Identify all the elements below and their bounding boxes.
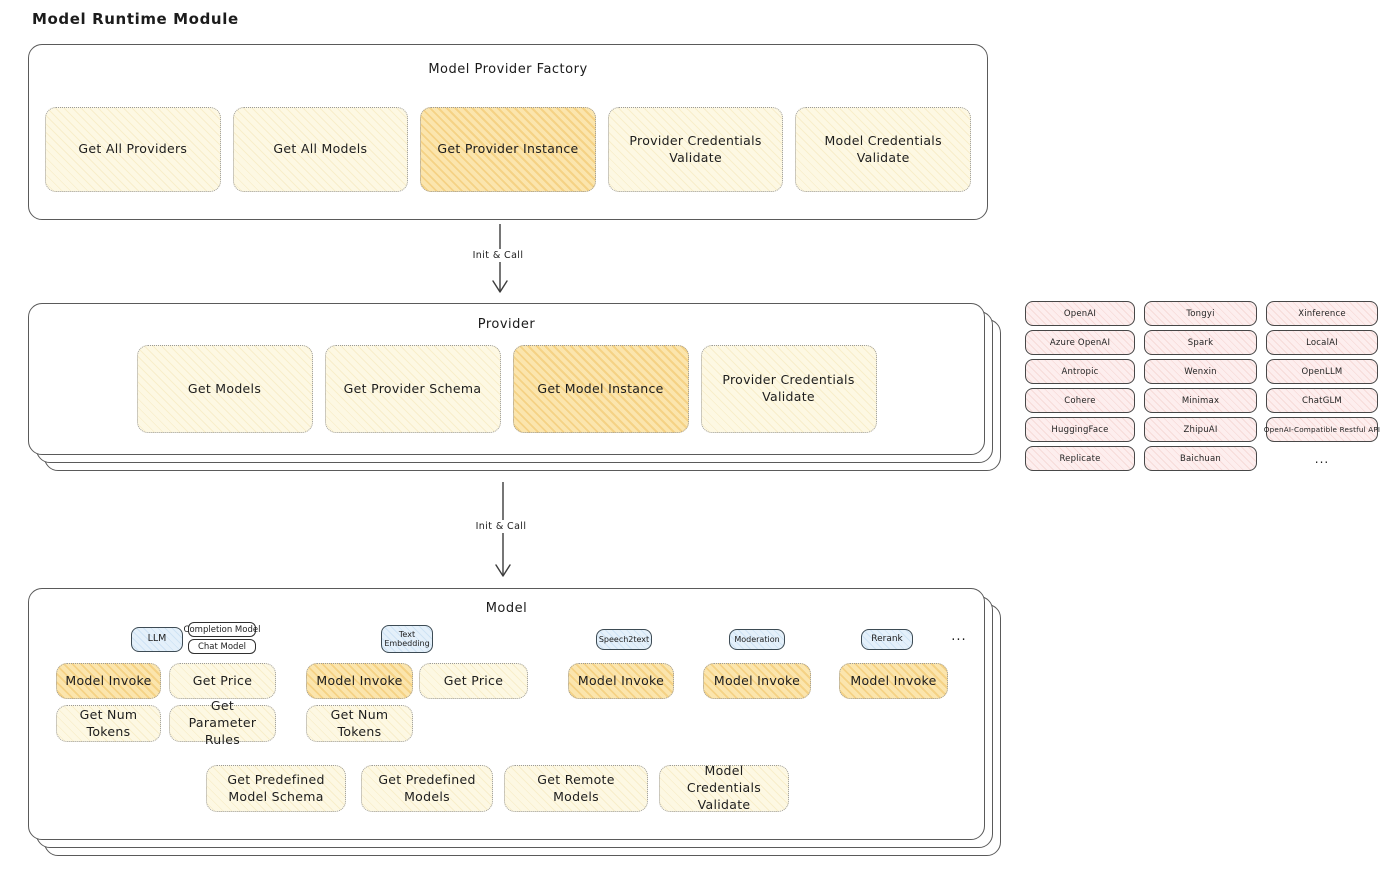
tab-moderation: Moderation [729,629,785,650]
provider-chip-openai-compatible-restful-api: OpenAI-Compatible Restful API [1264,417,1380,442]
init-call-label-1: Init & Call [448,249,548,262]
llm-model-invoke-button: Model Invoke [56,663,161,699]
provider-chip-openllm: OpenLLM [1266,359,1378,384]
model-title: Model [485,601,528,616]
factory-button-model-credentials-validate: Model Credentials Validate [795,107,971,192]
provider-button-get-models: Get Models [136,345,313,433]
provider-chip-azure-openai: Azure OpenAI [1025,330,1135,355]
provider-chip-wenxin: Wenxin [1144,359,1257,384]
model-provider-factory-box: Model Provider Factory Get All Providers… [28,44,988,220]
speech2text-model-invoke-button: Model Invoke [568,663,674,699]
provider-button-get-provider-schema: Get Provider Schema [324,345,501,433]
provider-button-row: Get Models Get Provider Schema Get Model… [29,345,984,433]
factory-button-row: Get All Providers Get All Models Get Pro… [45,107,971,192]
provider-chip-cohere: Cohere [1025,388,1135,413]
provider-chip-minimax: Minimax [1144,388,1257,413]
tabs-more: ... [951,629,967,644]
provider-chip-huggingface: HuggingFace [1025,417,1135,442]
tab-speech2text: Speech2text [596,629,652,650]
provider-chip-baichuan: Baichuan [1144,446,1257,471]
text-embedding-model-invoke-button: Model Invoke [306,663,413,699]
tab-chat-model: Chat Model [188,639,256,654]
init-call-label-2: Init & Call [451,520,551,533]
provider-chip-chatglm: ChatGLM [1266,388,1378,413]
tab-text-embedding: Text Embedding [381,625,433,653]
provider-button-provider-credentials-validate: Provider Credentials Validate [700,345,877,433]
provider-box: Provider Get Models Get Provider Schema … [28,303,985,455]
factory-button-get-all-providers: Get All Providers [45,107,221,192]
model-box: Model LLM Completion Model Chat Model Te… [28,588,985,840]
factory-title: Model Provider Factory [428,62,588,77]
llm-get-price-button: Get Price [169,663,276,699]
moderation-model-invoke-button: Model Invoke [703,663,811,699]
llm-get-num-tokens-button: Get Num Tokens [56,705,161,742]
tab-rerank: Rerank [861,629,913,650]
rerank-model-invoke-button: Model Invoke [839,663,948,699]
tab-llm: LLM [131,627,183,652]
llm-get-parameter-rules-button: Get Parameter Rules [169,698,276,747]
provider-list-more: ... [1314,451,1330,466]
factory-button-get-all-models: Get All Models [232,107,409,192]
provider-list: OpenAI Tongyi Xinference Azure OpenAI Sp… [1025,301,1380,471]
provider-chip-localai: LocalAI [1266,330,1378,355]
provider-chip-xinference: Xinference [1266,301,1378,326]
provider-chip-openai: OpenAI [1025,301,1135,326]
provider-chip-tongyi: Tongyi [1144,301,1257,326]
provider-chip-antropic: Antropic [1025,359,1135,384]
factory-button-provider-credentials-validate: Provider Credentials Validate [607,107,784,192]
get-predefined-models-button: Get Predefined Models [361,765,493,812]
provider-chip-zhipuai: ZhipuAI [1144,417,1257,442]
tab-completion-model: Completion Model [184,622,260,637]
text-embedding-get-price-button: Get Price [419,663,528,699]
get-remote-models-button: Get Remote Models [504,765,648,812]
provider-button-get-model-instance: Get Model Instance [512,345,689,433]
get-predefined-model-schema-button: Get Predefined Model Schema [206,765,346,812]
provider-chip-spark: Spark [1144,330,1257,355]
provider-chip-replicate: Replicate [1025,446,1135,471]
page-title: Model Runtime Module [32,10,239,28]
text-embedding-get-num-tokens-button: Get Num Tokens [306,705,413,742]
model-credentials-validate-button: Model Credentials Validate [659,763,789,812]
provider-title: Provider [477,317,536,332]
factory-button-get-provider-instance: Get Provider Instance [420,107,596,192]
